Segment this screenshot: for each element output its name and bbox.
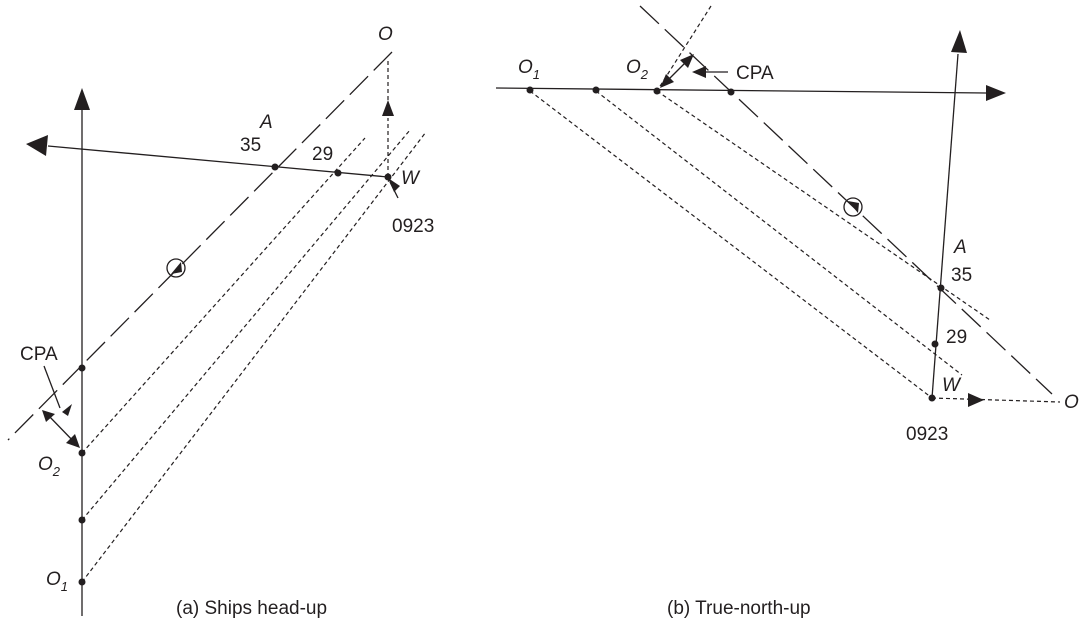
time-pointer-arrowhead-a [388, 178, 400, 192]
cpa-arrowhead-b-1 [680, 54, 694, 68]
point-35-b [937, 284, 945, 292]
label-cpa-b: CPA [736, 63, 774, 84]
course-arrowhead-a [26, 135, 48, 156]
point-cpa-b [727, 88, 735, 96]
label-o1-b: O1 [518, 57, 540, 82]
label-29-a: 29 [312, 144, 333, 165]
relative-motion-line-a [7, 51, 393, 441]
wo-vector-b [931, 397, 1061, 403]
dashed-line-a-1 [81, 137, 366, 454]
label-o-a: O [378, 24, 393, 45]
dashed-line-b-2 [595, 90, 963, 376]
label-35-a: 35 [240, 135, 261, 156]
course-arrowhead-b [951, 30, 967, 53]
dashed-line-b-3 [656, 90, 991, 321]
cpa-leader-a [43, 365, 61, 409]
point-29-b [931, 340, 939, 348]
relative-motion-line-b [639, 5, 1053, 395]
dashed-line-b-4 [656, 5, 712, 92]
label-29-b: 29 [946, 327, 967, 348]
course-line-b [931, 53, 959, 399]
point-w-b [928, 394, 936, 402]
label-o2-b: O2 [626, 57, 649, 82]
direction-marker-arrow-a [171, 262, 182, 274]
wo-arrowhead-a [382, 100, 394, 116]
point-o1-a [78, 578, 86, 586]
cpa-leader-arrowhead-b [692, 66, 706, 78]
label-a-b: A [953, 237, 967, 258]
point-35-a [271, 163, 279, 171]
label-o-b: O [1064, 392, 1079, 413]
label-o1-a: O1 [46, 569, 68, 594]
caption-b: (b) True-north-up [667, 598, 811, 619]
dashed-line-a-2 [81, 129, 411, 521]
heading-arrowhead-b [986, 85, 1006, 101]
point-o2-b [653, 87, 661, 95]
point-o2-a [78, 449, 86, 457]
point-mid-a [78, 516, 86, 524]
point-o1-b [526, 86, 534, 94]
label-35-b: 35 [951, 265, 972, 286]
label-0923-b: 0923 [906, 424, 948, 445]
wo-arrowhead-b-1 [968, 393, 984, 407]
point-29-a [334, 169, 342, 177]
direction-marker-a [166, 258, 186, 278]
direction-marker-arrow-b [848, 201, 859, 213]
panel-a-ships-head-up: O A 35 29 W 0923 CPA O2 O1 (a) Ships hea… [7, 24, 434, 619]
dashed-line-b-1 [529, 90, 933, 399]
dashed-line-a-3 [81, 131, 427, 583]
heading-line-b [495, 87, 987, 94]
point-w-a [384, 173, 392, 181]
cpa-arrowhead-b-2 [660, 74, 674, 88]
cpa-arrowhead-a-2 [42, 410, 55, 422]
label-0923-a: 0923 [392, 216, 434, 237]
course-line-a [47, 145, 389, 178]
label-w-b: W [942, 375, 962, 396]
heading-arrowhead-a [74, 88, 90, 110]
label-w-a: W [401, 168, 421, 189]
cpa-leader-arrowhead-a [62, 404, 72, 416]
label-cpa-a: CPA [20, 344, 58, 365]
point-cpa-a [78, 364, 86, 372]
point-mid-b [592, 86, 600, 94]
panel-b-true-north-up: O1 O2 CPA A 35 29 W 0923 O (b) True-nort… [495, 5, 1079, 619]
label-a-a: A [259, 112, 273, 133]
cpa-arrowhead-a-1 [66, 434, 80, 448]
label-o2-a: O2 [38, 454, 61, 479]
direction-marker-b [843, 197, 863, 217]
caption-a: (a) Ships head-up [176, 598, 327, 619]
